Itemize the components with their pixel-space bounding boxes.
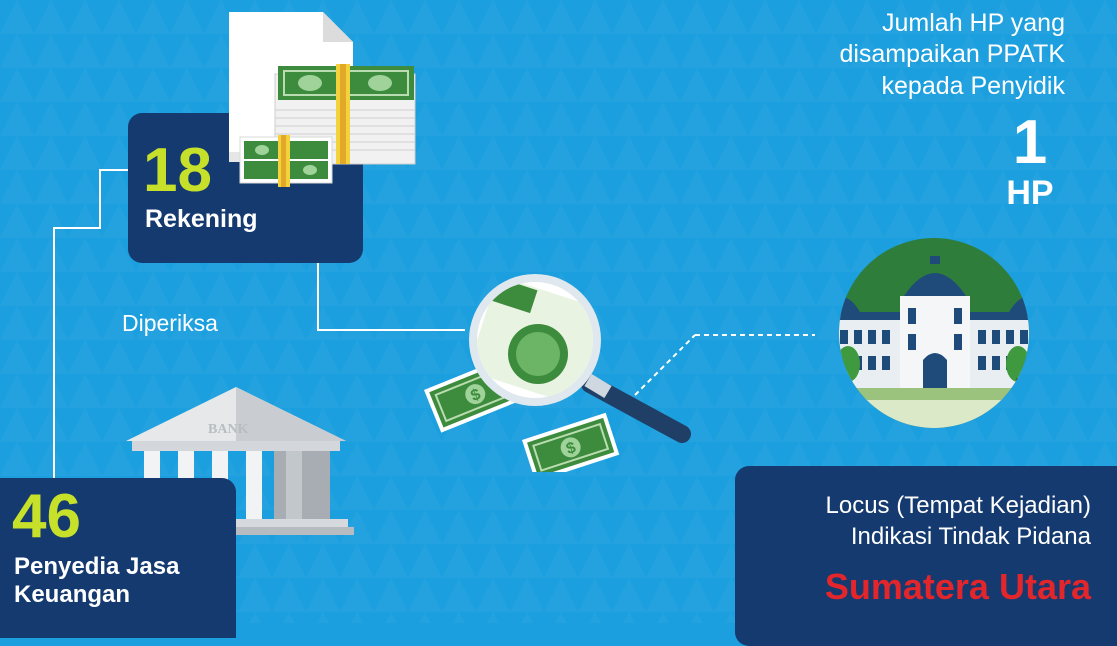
connector-lines bbox=[53, 169, 815, 478]
hp-count: 1 bbox=[1012, 108, 1048, 177]
hp-unit: HP bbox=[1006, 174, 1054, 212]
locus-line1: Locus (Tempat Kejadian) bbox=[825, 492, 1091, 519]
providers-count: 46 bbox=[12, 482, 81, 551]
locus-box bbox=[735, 466, 1117, 646]
banknote-icon-bottom: $ bbox=[522, 412, 620, 472]
providers-box bbox=[0, 478, 236, 638]
locus-line2: Indikasi Tindak Pidana bbox=[850, 523, 1091, 550]
locus-place: Sumatera Utara bbox=[824, 566, 1091, 607]
accounts-label: Rekening bbox=[145, 205, 258, 233]
money-bundle-icon bbox=[239, 135, 333, 187]
examined-label: Diperiksa bbox=[122, 310, 218, 336]
government-building-icon bbox=[839, 238, 1029, 428]
bank-sign: BANK bbox=[208, 422, 249, 437]
accounts-count: 18 bbox=[143, 136, 212, 205]
bank-icon: BANK bbox=[118, 387, 354, 535]
hp-title-line2: disampaikan PPATK bbox=[839, 40, 1065, 69]
providers-label-line1: Penyedia Jasa bbox=[14, 553, 180, 580]
hp-title-line1: Jumlah HP yang bbox=[882, 9, 1065, 37]
providers-label-line2: Keuangan bbox=[14, 580, 131, 608]
providers-label: Penyedia Jasa Keuangan bbox=[14, 553, 179, 608]
magnifier-icon: $ $ bbox=[424, 274, 691, 472]
hp-title: Jumlah HP yang disampaikan PPATK kepada … bbox=[745, 8, 1065, 102]
hp-title-line3: kepada Penyidik bbox=[881, 71, 1065, 100]
